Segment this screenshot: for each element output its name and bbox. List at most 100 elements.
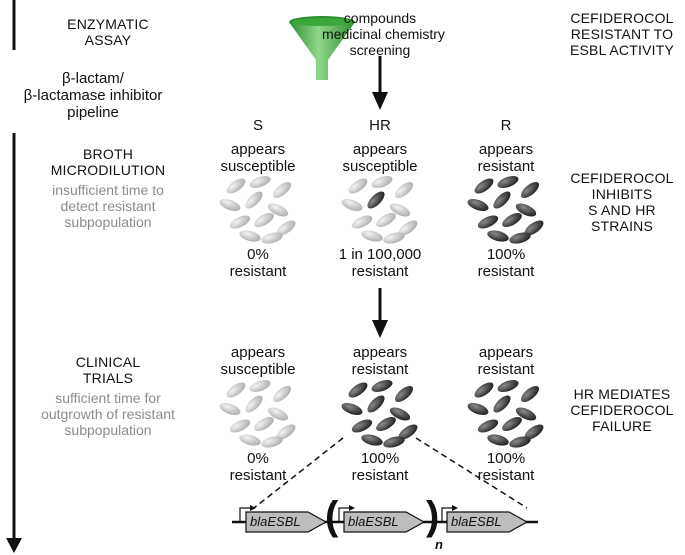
bacterial-cell [509, 232, 531, 244]
bacterial-cell [474, 178, 494, 194]
column-header-s: S [252, 117, 263, 134]
broth-r-status: appears resistant [477, 141, 535, 175]
label-compounds: compounds medicinal chemistry screening [322, 10, 445, 58]
clinical-hr-percent: 100% resistant [351, 450, 409, 484]
bacterial-cell [341, 198, 363, 212]
bacterial-cell [267, 407, 289, 421]
bacterial-cell [515, 407, 537, 421]
clinical-s-status: appears susceptible [220, 344, 296, 378]
zoom-dashed-lines [253, 437, 528, 509]
bacterial-cell [261, 436, 283, 448]
column-header-r: R [500, 117, 512, 134]
gene-label-2: blaESBL [348, 514, 399, 529]
bacterial-cell [367, 191, 385, 209]
bacterial-cell [394, 385, 414, 403]
bacterial-cell [361, 230, 383, 242]
arrow-compounds-down [372, 56, 388, 110]
gene-box-1 [239, 505, 328, 533]
cluster-broth-s [219, 175, 296, 244]
broth-hr-percent: 1 in 100,000 resistant [338, 246, 422, 280]
label-clinical-result: HR MEDIATES CEFIDEROCOL FAILURE [570, 386, 674, 434]
bacterial-cell [245, 395, 263, 413]
gene-box-2 [338, 505, 426, 533]
bacterial-cell [245, 191, 263, 209]
bacterial-cell [261, 232, 283, 244]
label-broth-result: CEFIDEROCOL INHIBITS S AND HR STRAINS [570, 170, 674, 234]
bacterial-cell [509, 436, 531, 448]
bacterial-cell [348, 178, 368, 194]
bacterial-cell [239, 434, 261, 446]
bacterial-cell [267, 203, 289, 217]
funnel-icon [289, 16, 355, 80]
bacterial-cell [383, 436, 405, 448]
bacterial-cell [254, 417, 274, 431]
clinical-hr-status: appears resistant [351, 344, 409, 378]
bacterial-cell [524, 424, 544, 440]
bacterial-cell [520, 385, 540, 403]
bacterial-cell [226, 382, 246, 398]
gene-label-1: blaESBL [250, 514, 301, 529]
bacterial-cell [394, 181, 414, 199]
paren-close: ) [426, 494, 440, 538]
cluster-broth-r [467, 175, 544, 244]
bacterial-cell [371, 175, 393, 189]
bacterial-cell [524, 220, 544, 236]
bacterial-cell [371, 379, 393, 393]
label-clinical-trials: CLINICAL TRIALS [75, 354, 141, 386]
bacterial-cell [229, 215, 251, 229]
bacterial-cell [477, 215, 499, 229]
bacterial-cell [493, 191, 511, 209]
bacterial-cell [383, 232, 405, 244]
label-insufficient-time: insufficient time to detect resistant su… [52, 182, 164, 230]
bacterial-cell [520, 181, 540, 199]
cluster-clinical-hr [341, 379, 418, 448]
clinical-r-status: appears resistant [477, 344, 535, 378]
cluster-broth-hr [341, 175, 418, 244]
broth-s-status: appears susceptible [220, 141, 296, 175]
broth-hr-status: appears susceptible [342, 141, 418, 175]
bacterial-cell [398, 424, 418, 440]
bacterial-cell [351, 215, 373, 229]
bacterial-cell [249, 175, 271, 189]
bacterial-cell [389, 203, 411, 217]
bacterial-cell [341, 402, 363, 416]
bacterial-cell [502, 417, 522, 431]
bacterial-cell [219, 402, 241, 416]
broth-r-percent: 100% resistant [477, 246, 535, 280]
bacterial-cell [226, 178, 246, 194]
paren-open: ( [325, 494, 339, 538]
label-sufficient-time: sufficient time for outgrowth of resista… [41, 390, 175, 438]
bacterial-cell [493, 395, 511, 413]
bacterial-cell [497, 175, 519, 189]
bacterial-cell [487, 434, 509, 446]
bacterial-cell [219, 198, 241, 212]
bacterial-cell [467, 402, 489, 416]
bacterial-cell [276, 424, 296, 440]
timeline-main-arrow [6, 133, 22, 553]
bacterial-cell [272, 181, 292, 199]
bacterial-cell [487, 230, 509, 242]
clinical-r-percent: 100% resistant [477, 450, 535, 484]
bacterial-cell [515, 203, 537, 217]
bacterial-cell [348, 382, 368, 398]
bacterial-cell [272, 385, 292, 403]
repeat-n: n [435, 537, 443, 552]
bacterial-cell [376, 417, 396, 431]
column-header-hr: HR [369, 117, 391, 134]
bacterial-cell [249, 379, 271, 393]
bacterial-cell [367, 395, 385, 413]
cluster-clinical-r [467, 379, 544, 448]
label-enzymatic-assay: ENZYMATIC ASSAY [67, 16, 149, 48]
bacterial-cell [398, 220, 418, 236]
bacterial-cell [477, 419, 499, 433]
bacterial-cell [497, 379, 519, 393]
clinical-s-percent: 0% resistant [229, 450, 287, 484]
gene-box-3 [441, 505, 529, 533]
gene-track [232, 505, 538, 533]
arrow-hr-down [372, 288, 388, 338]
bacterial-cell [229, 419, 251, 433]
label-enzymatic-result: CEFIDEROCOL RESISTANT TO ESBL ACTIVITY [569, 10, 674, 58]
broth-s-percent: 0% resistant [229, 246, 287, 280]
bacterial-cell [389, 407, 411, 421]
